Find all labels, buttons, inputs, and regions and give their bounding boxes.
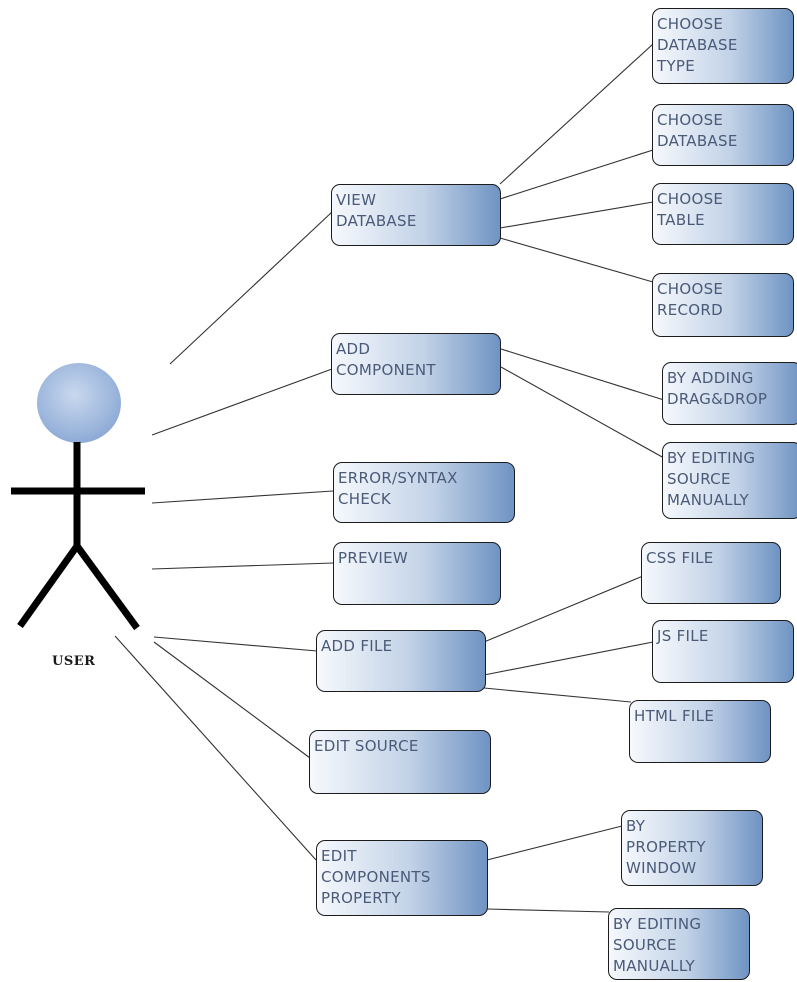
use-case-label: VIEW DATABASE bbox=[336, 191, 417, 230]
sub-case-choose-record[interactable]: CHOOSE RECORD bbox=[652, 273, 794, 337]
connector-view-database-choose-database bbox=[499, 149, 654, 200]
actor-head bbox=[37, 363, 121, 443]
sub-case-html-file[interactable]: HTML FILE bbox=[629, 700, 771, 763]
use-case-label: ADD COMPONENT bbox=[336, 340, 436, 379]
connector-add-file-css bbox=[483, 575, 644, 643]
actor-left-leg bbox=[17, 543, 80, 629]
sub-case-css-file[interactable]: CSS FILE bbox=[641, 542, 781, 604]
use-case-label: ERROR/SYNTAX CHECK bbox=[338, 469, 458, 508]
sub-case-by-property-window[interactable]: BY PROPERTY WINDOW bbox=[621, 810, 763, 886]
use-case-edit-source[interactable]: EDIT SOURCE bbox=[309, 730, 491, 794]
sub-case-choose-database-type[interactable]: CHOOSE DATABASE TYPE bbox=[652, 8, 794, 84]
sub-case-label: CHOOSE DATABASE TYPE bbox=[657, 15, 738, 75]
sub-case-js-file[interactable]: JS FILE bbox=[652, 620, 794, 683]
connector-user-add-component bbox=[151, 368, 333, 436]
sub-case-label: CHOOSE DATABASE bbox=[657, 111, 738, 150]
use-case-add-component[interactable]: ADD COMPONENT bbox=[331, 333, 501, 395]
sub-case-label: CHOOSE TABLE bbox=[657, 190, 724, 229]
sub-case-label: BY ADDING DRAG&DROP bbox=[667, 369, 768, 408]
connector-add-file-js bbox=[483, 641, 654, 676]
sub-case-label: BY PROPERTY WINDOW bbox=[626, 817, 706, 877]
connector-view-database-choose-table bbox=[499, 201, 654, 229]
connector-user-error-syntax-check bbox=[151, 490, 334, 504]
connector-add-component-editing-source bbox=[500, 366, 665, 459]
sub-case-choose-database[interactable]: CHOOSE DATABASE bbox=[652, 104, 794, 166]
sub-case-choose-table[interactable]: CHOOSE TABLE bbox=[652, 183, 794, 245]
actor-label: USER bbox=[52, 654, 96, 669]
connector-user-preview bbox=[151, 562, 334, 570]
sub-case-label: BY EDITING SOURCE MANUALLY bbox=[667, 449, 756, 509]
use-case-label: EDIT COMPONENTS PROPERTY bbox=[321, 847, 431, 907]
sub-case-by-editing-source-manually-component[interactable]: BY EDITING SOURCE MANUALLY bbox=[662, 442, 797, 519]
connector-edit-property-editing-source bbox=[486, 908, 610, 913]
sub-case-label: CHOOSE RECORD bbox=[657, 280, 724, 319]
use-case-view-database[interactable]: VIEW DATABASE bbox=[331, 184, 501, 246]
connector-add-file-html bbox=[483, 687, 632, 703]
use-case-error-syntax-check[interactable]: ERROR/SYNTAX CHECK bbox=[333, 462, 515, 523]
connector-user-edit-components-property bbox=[114, 635, 317, 861]
connector-user-view-database bbox=[169, 211, 333, 365]
connector-view-database-choose-database-type bbox=[499, 43, 654, 185]
actor-right-leg bbox=[74, 543, 140, 631]
sub-case-label: JS FILE bbox=[657, 627, 709, 645]
connector-user-add-file bbox=[153, 636, 318, 652]
use-case-label: EDIT SOURCE bbox=[314, 737, 419, 755]
use-case-label: ADD FILE bbox=[321, 637, 393, 655]
actor-user bbox=[11, 363, 145, 631]
connector-edit-property-window bbox=[486, 825, 623, 861]
use-case-add-file[interactable]: ADD FILE bbox=[316, 630, 486, 692]
use-case-edit-components-property[interactable]: EDIT COMPONENTS PROPERTY bbox=[316, 840, 488, 916]
sub-case-label: HTML FILE bbox=[634, 707, 715, 725]
connector-add-component-drag-drop bbox=[500, 348, 665, 401]
sub-case-by-adding-drag-drop[interactable]: BY ADDING DRAG&DROP bbox=[662, 362, 797, 425]
connector-user-edit-source bbox=[153, 641, 311, 759]
use-case-label: PREVIEW bbox=[338, 549, 409, 567]
sub-case-label: CSS FILE bbox=[646, 549, 714, 567]
sub-case-label: BY EDITING SOURCE MANUALLY bbox=[613, 915, 702, 975]
use-case-preview[interactable]: PREVIEW bbox=[333, 542, 501, 605]
sub-case-by-editing-source-manually-property[interactable]: BY EDITING SOURCE MANUALLY bbox=[608, 908, 750, 980]
connector-view-database-choose-record bbox=[499, 237, 654, 283]
